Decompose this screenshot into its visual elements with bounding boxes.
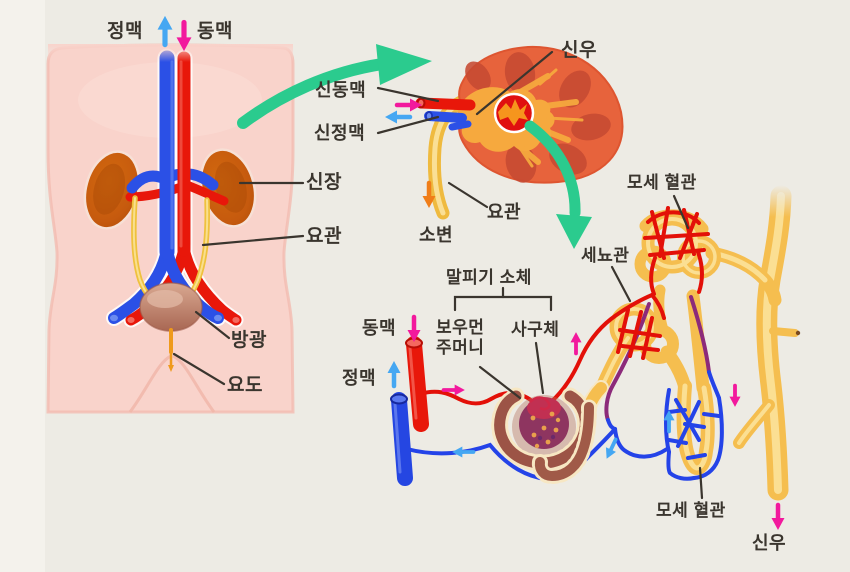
bladder-label: 방광 [231,330,267,351]
body-diagram [46,16,305,414]
artery-cut-end-left [127,317,135,323]
ureter-body-label: 요관 [306,226,342,247]
efferent-arteriole [549,293,654,404]
artery-top-label: 동맥 [197,21,233,42]
leg-crease-left [128,354,172,413]
urethra-label: 요도 [227,375,263,396]
afferent-arteriole [418,389,541,412]
tubule-label: 세뇨관 [581,246,630,265]
calyx-highlight-circle [493,92,535,134]
renal-pelvis-top-label: 신우 [561,40,597,61]
trunk-top-fade [760,185,796,217]
kidney-label-leader-lines [376,50,554,209]
vein-top-label: 정맥 [107,21,143,42]
bladder-highlight [147,290,183,308]
iliac-artery-right [178,242,242,326]
urine-label: 소변 [419,225,454,245]
green-arrow-kidney-to-nephron [524,120,592,249]
background-left-strip [0,0,45,572]
artery-cut-end-right [232,317,240,323]
nephron-label-leader-lines [478,194,704,500]
capillary-bottom-label: 모세 혈관 [656,501,726,520]
vein-nephron-label: 정맥 [342,368,377,388]
renal-artery-label: 신동맥 [315,80,367,100]
vein-cylinder [390,392,413,486]
kidney-label: 신장 [306,172,342,193]
bowman-capsule-label: 보우먼 주머니 [436,318,485,358]
capillary-purple [604,295,711,422]
leg-crease-right [172,354,216,413]
trunk-nub [769,327,799,337]
iliac-vein-left [108,244,173,324]
capillary-top-label: 모세 혈관 [627,173,697,192]
capillary-network-blue [606,370,724,481]
urethra-line [168,328,174,372]
kidney-section-diagram [376,45,624,220]
vein-cut-end-left [110,314,118,322]
nephron-diagram [388,185,801,530]
renal-vein-label: 신정맥 [314,123,366,143]
ureter-kidney-label: 요관 [487,202,522,222]
green-arrow-body-to-kidney [237,44,432,129]
collecting-trunk [705,185,801,501]
glomerulus-ball [519,396,569,449]
artery-nephron-label: 동맥 [362,318,397,338]
kidney-left-body [83,150,141,230]
malpighian-bracket [453,286,553,312]
body-label-leader-lines [172,181,305,386]
glomerulus-label: 사구체 [511,320,560,339]
vessel-top-fade [48,44,293,62]
renal-pelvis-bottom-label: 신우 [752,533,787,553]
vein-cut-end-right [214,314,222,322]
great-vessels [106,48,244,328]
capillary-network-red [418,206,710,412]
malpighian-corpuscle-label: 말피기 소체 [446,268,532,287]
artery-cylinder [405,336,429,432]
